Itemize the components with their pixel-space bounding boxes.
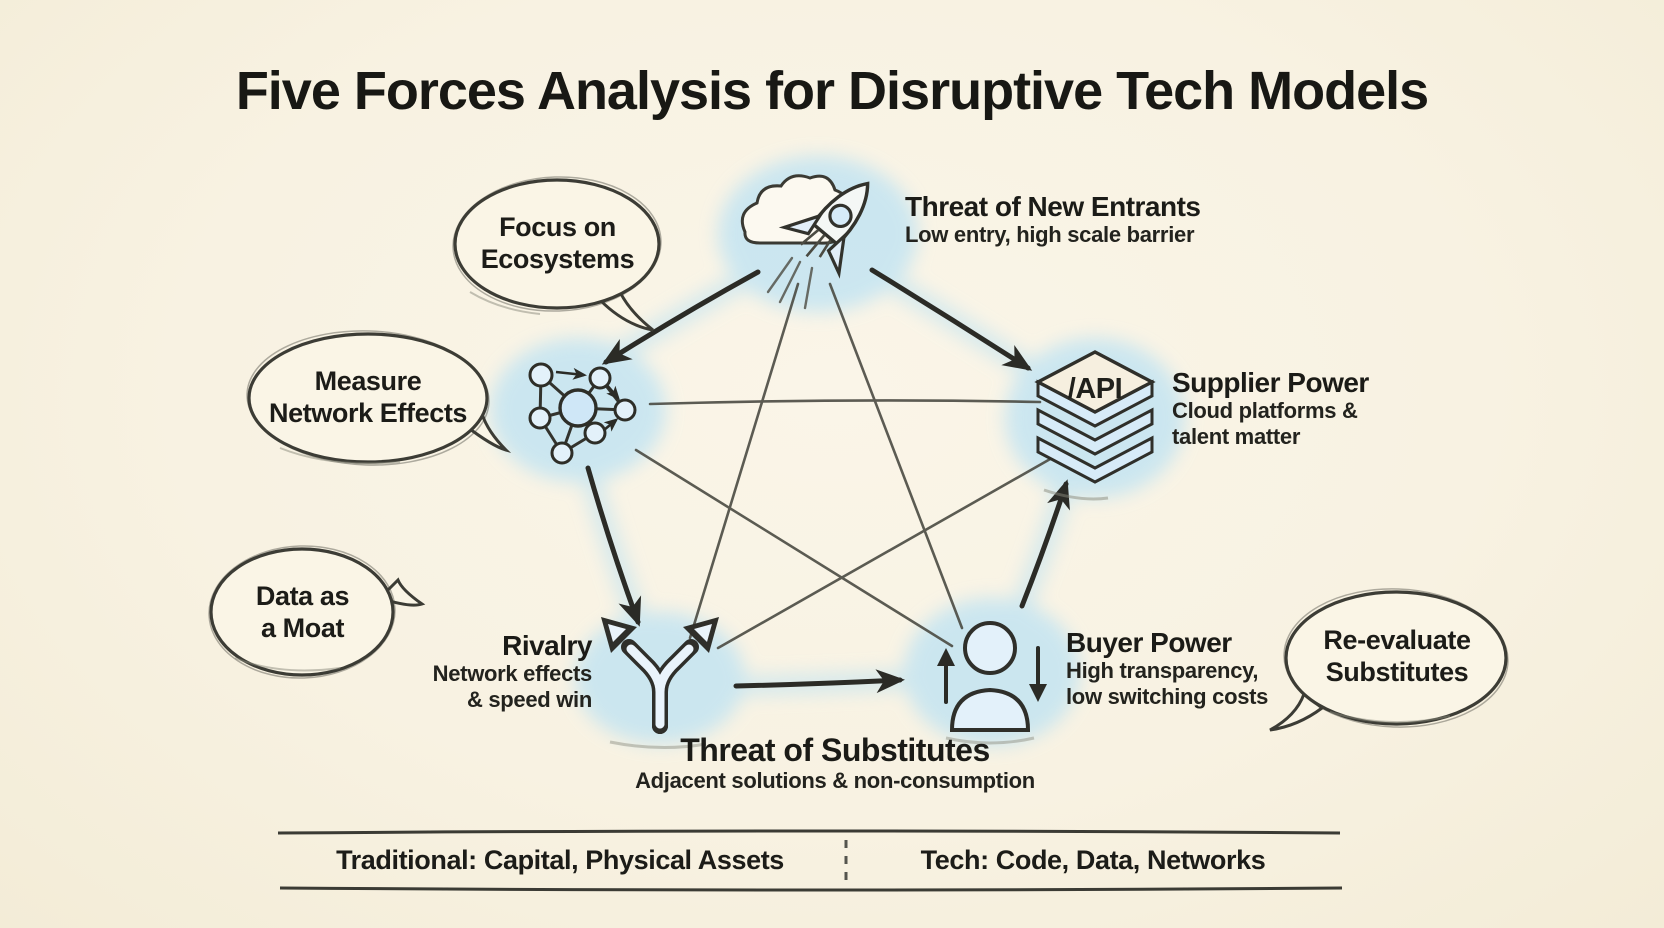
page-title: Five Forces Analysis for Disruptive Tech… xyxy=(235,61,1429,121)
bubble-text-measure-network-effects: Measure Network Effects xyxy=(248,366,488,430)
force-supplier-power-subtitle-2: talent matter xyxy=(1172,424,1301,450)
force-new-entrants-subtitle: Low entry, high scale barrier xyxy=(905,222,1195,248)
speech-bubble-data-as-moat xyxy=(208,545,426,679)
arrow-entrants-to-network xyxy=(601,269,761,365)
force-supplier-power-title: Supplier Power xyxy=(1172,367,1369,398)
bubble-line: a Moat xyxy=(260,612,345,643)
arrow-network-to-rivalry xyxy=(585,465,642,627)
force-new-entrants: Threat of New Entrants Low entry, high s… xyxy=(905,191,1201,248)
force-rivalry-subtitle-2: & speed win xyxy=(466,687,592,713)
footer-tech-label: Tech: Code, Data, Networks xyxy=(920,845,1266,875)
rocket-cloud-icon xyxy=(740,174,870,310)
api-icon-label: /API xyxy=(1068,373,1122,405)
bubble-line: Network Effects xyxy=(268,397,468,428)
down-arrow-icon xyxy=(1029,646,1047,702)
bubble-line: Data as xyxy=(255,581,350,611)
bubble-line: Re-evaluate xyxy=(1323,625,1471,655)
bubble-text-reevaluate-substitutes: Re-evaluate Substitutes xyxy=(1287,625,1507,689)
line-entrants-to-rivalry xyxy=(688,282,800,640)
bubble-line: Focus on xyxy=(499,212,616,242)
buyer-person-icon xyxy=(945,621,1035,745)
force-substitutes-title: Threat of Substitutes xyxy=(680,732,990,768)
force-buyer-power-subtitle-1: High transparency, xyxy=(1066,658,1259,684)
bubble-line: Measure xyxy=(314,366,422,396)
force-buyer-power: Buyer Power High transparency, low switc… xyxy=(1066,627,1269,710)
force-rivalry-subtitle-1: Network effects xyxy=(432,661,593,687)
api-stack-icon: /API xyxy=(1034,350,1156,501)
footer-bar xyxy=(277,829,1343,892)
line-network-to-buyer xyxy=(634,448,954,648)
arrow-entrants-to-supplier xyxy=(869,267,1033,371)
arrow-buyer-to-supplier xyxy=(1019,479,1070,609)
force-substitutes-subtitle: Adjacent solutions & non-consumption xyxy=(635,767,1035,793)
line-rivalry-to-supplier xyxy=(716,456,1054,650)
force-rivalry-title: Rivalry xyxy=(502,630,592,661)
bubble-text-data-as-moat: Data as a Moat xyxy=(210,581,395,645)
network-graph-icon xyxy=(528,362,637,465)
bubble-line: Substitutes xyxy=(1325,656,1469,687)
footer-bottom-line xyxy=(279,886,1343,892)
footer-traditional-label: Traditional: Capital, Physical Assets xyxy=(336,845,784,875)
force-supplier-power-subtitle-1: Cloud platforms & xyxy=(1172,398,1358,424)
fork-arrow-icon xyxy=(601,617,719,750)
force-rivalry: Rivalry Network effects & speed win xyxy=(352,630,593,713)
footer-top-line xyxy=(277,829,1341,835)
force-supplier-power: Supplier Power Cloud platforms & talent … xyxy=(1172,367,1369,450)
bubble-text-focus-ecosystems: Focus on Ecosystems xyxy=(455,212,660,276)
bubble-line: Ecosystems xyxy=(480,243,635,274)
up-arrow-icon xyxy=(937,648,955,704)
force-buyer-power-title: Buyer Power xyxy=(1066,627,1232,658)
force-new-entrants-title: Threat of New Entrants xyxy=(905,191,1201,222)
speech-bubble-reevaluate-substitutes xyxy=(1269,588,1509,732)
speech-bubble-measure-network-effects xyxy=(246,330,512,466)
force-buyer-power-subtitle-2: low switching costs xyxy=(1066,684,1269,710)
line-network-to-supplier xyxy=(648,399,1042,406)
line-entrants-to-buyer xyxy=(828,282,964,630)
speech-bubble-focus-ecosystems xyxy=(452,176,662,332)
arrow-rivalry-to-buyer xyxy=(733,669,905,694)
force-substitutes: Threat of Substitutes Adjacent solutions… xyxy=(545,733,1125,794)
